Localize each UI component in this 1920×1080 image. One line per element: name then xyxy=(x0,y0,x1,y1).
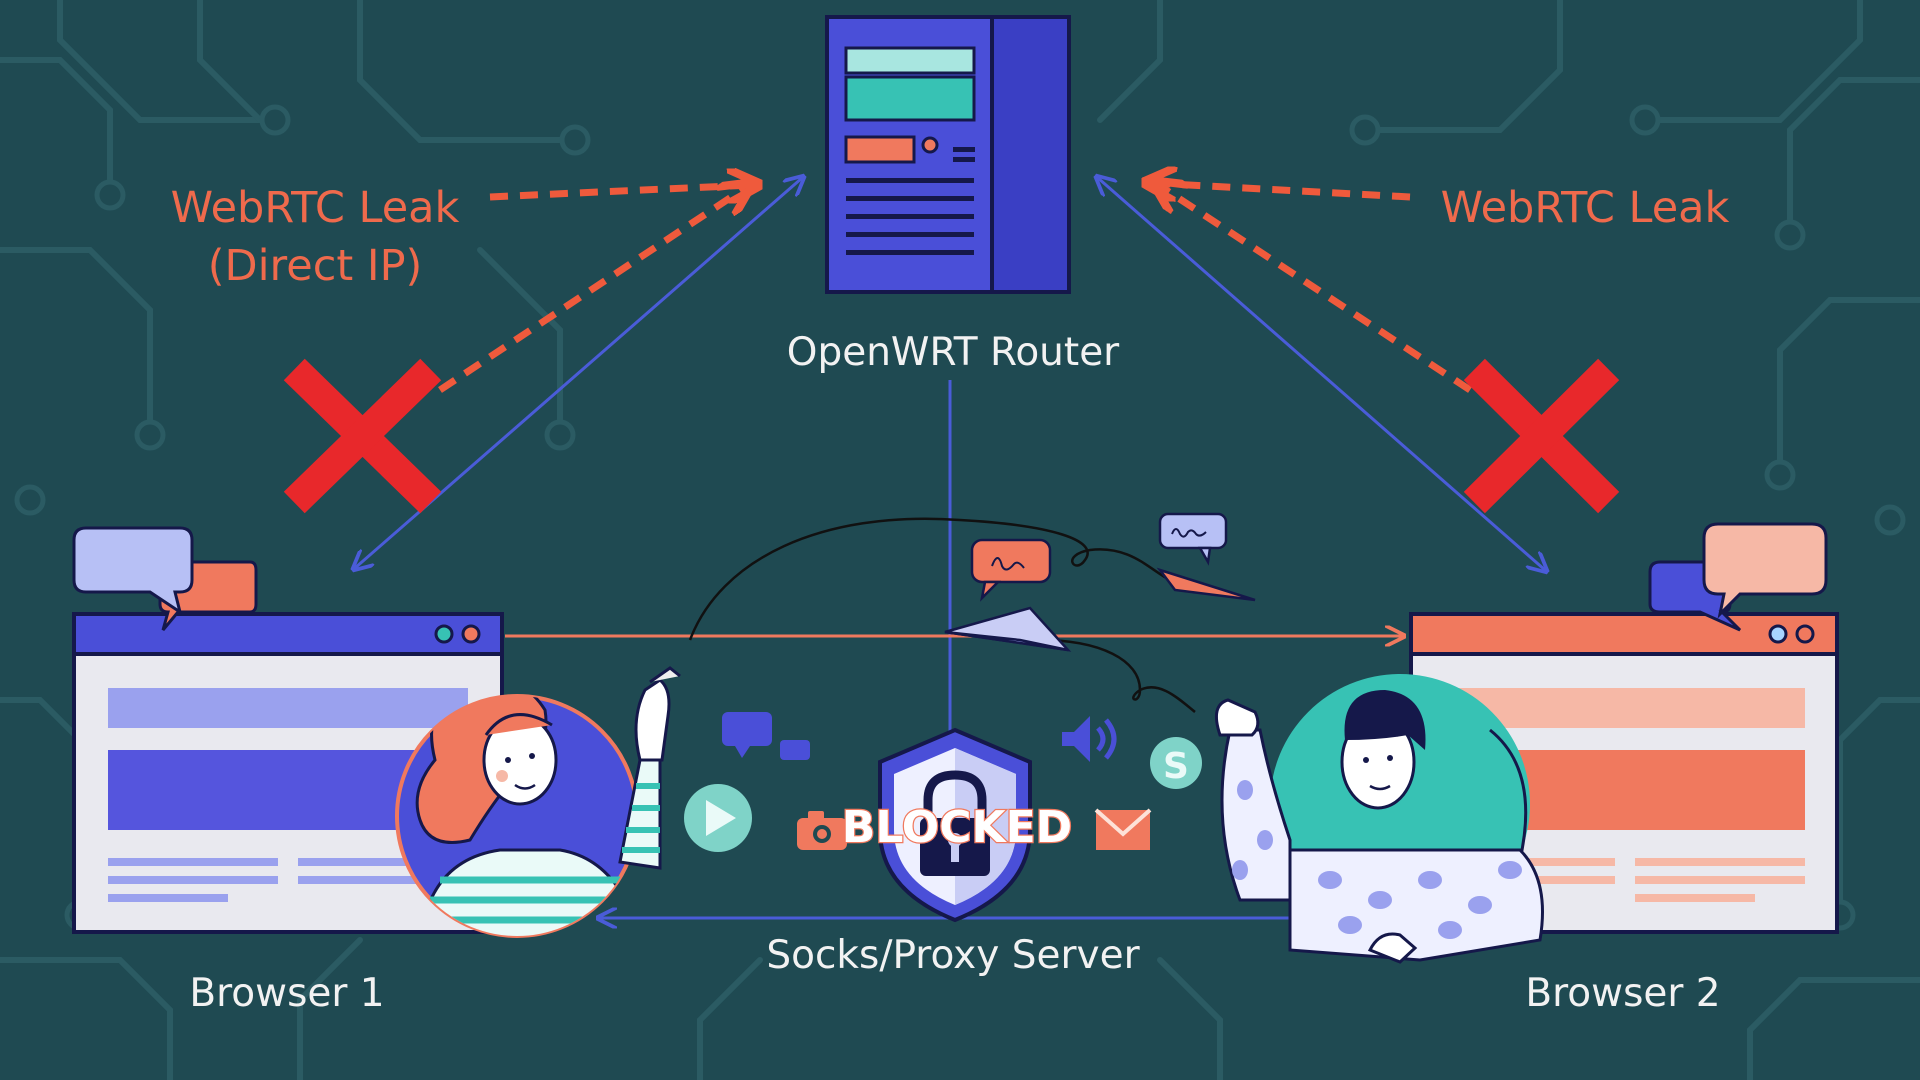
paper-plane-center xyxy=(944,606,1072,652)
router-icon xyxy=(825,15,1071,294)
message-flow-curves xyxy=(688,517,1196,713)
chat-bubbles-left xyxy=(72,526,258,631)
message-bubble-blue xyxy=(1158,512,1228,566)
blocked-label: BLOCKED xyxy=(842,802,1072,853)
blocked-x-left xyxy=(283,358,442,514)
webrtc-leak-left xyxy=(438,185,752,393)
webrtc-leak-right xyxy=(1152,183,1472,393)
browser1-label: Browser 1 xyxy=(189,971,384,1016)
browser2-label: Browser 2 xyxy=(1525,971,1720,1016)
person-man-avatar xyxy=(1214,674,1544,964)
webrtc-leak-right-label: WebRTC Leak xyxy=(1441,183,1730,233)
message-bubble-orange xyxy=(970,538,1052,602)
skype-icon: S xyxy=(1150,737,1202,789)
play-icon xyxy=(684,784,752,852)
mail-icon xyxy=(1094,808,1152,850)
shield-lock-icon xyxy=(878,727,1032,923)
blocked-x-right xyxy=(1463,358,1620,514)
person-woman-avatar xyxy=(395,666,681,938)
router-browser2-link xyxy=(1098,178,1545,570)
webrtc-leak-left-sublabel: (Direct IP) xyxy=(208,241,423,291)
webrtc-leak-left-label: WebRTC Leak xyxy=(171,183,460,233)
camera-icon xyxy=(797,811,847,850)
svg-text:S: S xyxy=(1163,746,1189,787)
paper-plane-top xyxy=(1156,567,1256,602)
speaker-icon xyxy=(1062,716,1117,762)
chat-icon xyxy=(722,712,810,760)
chat-bubbles-right xyxy=(1648,522,1828,632)
router-label: OpenWRT Router xyxy=(787,330,1120,375)
proxy-server-label: Socks/Proxy Server xyxy=(766,933,1140,978)
